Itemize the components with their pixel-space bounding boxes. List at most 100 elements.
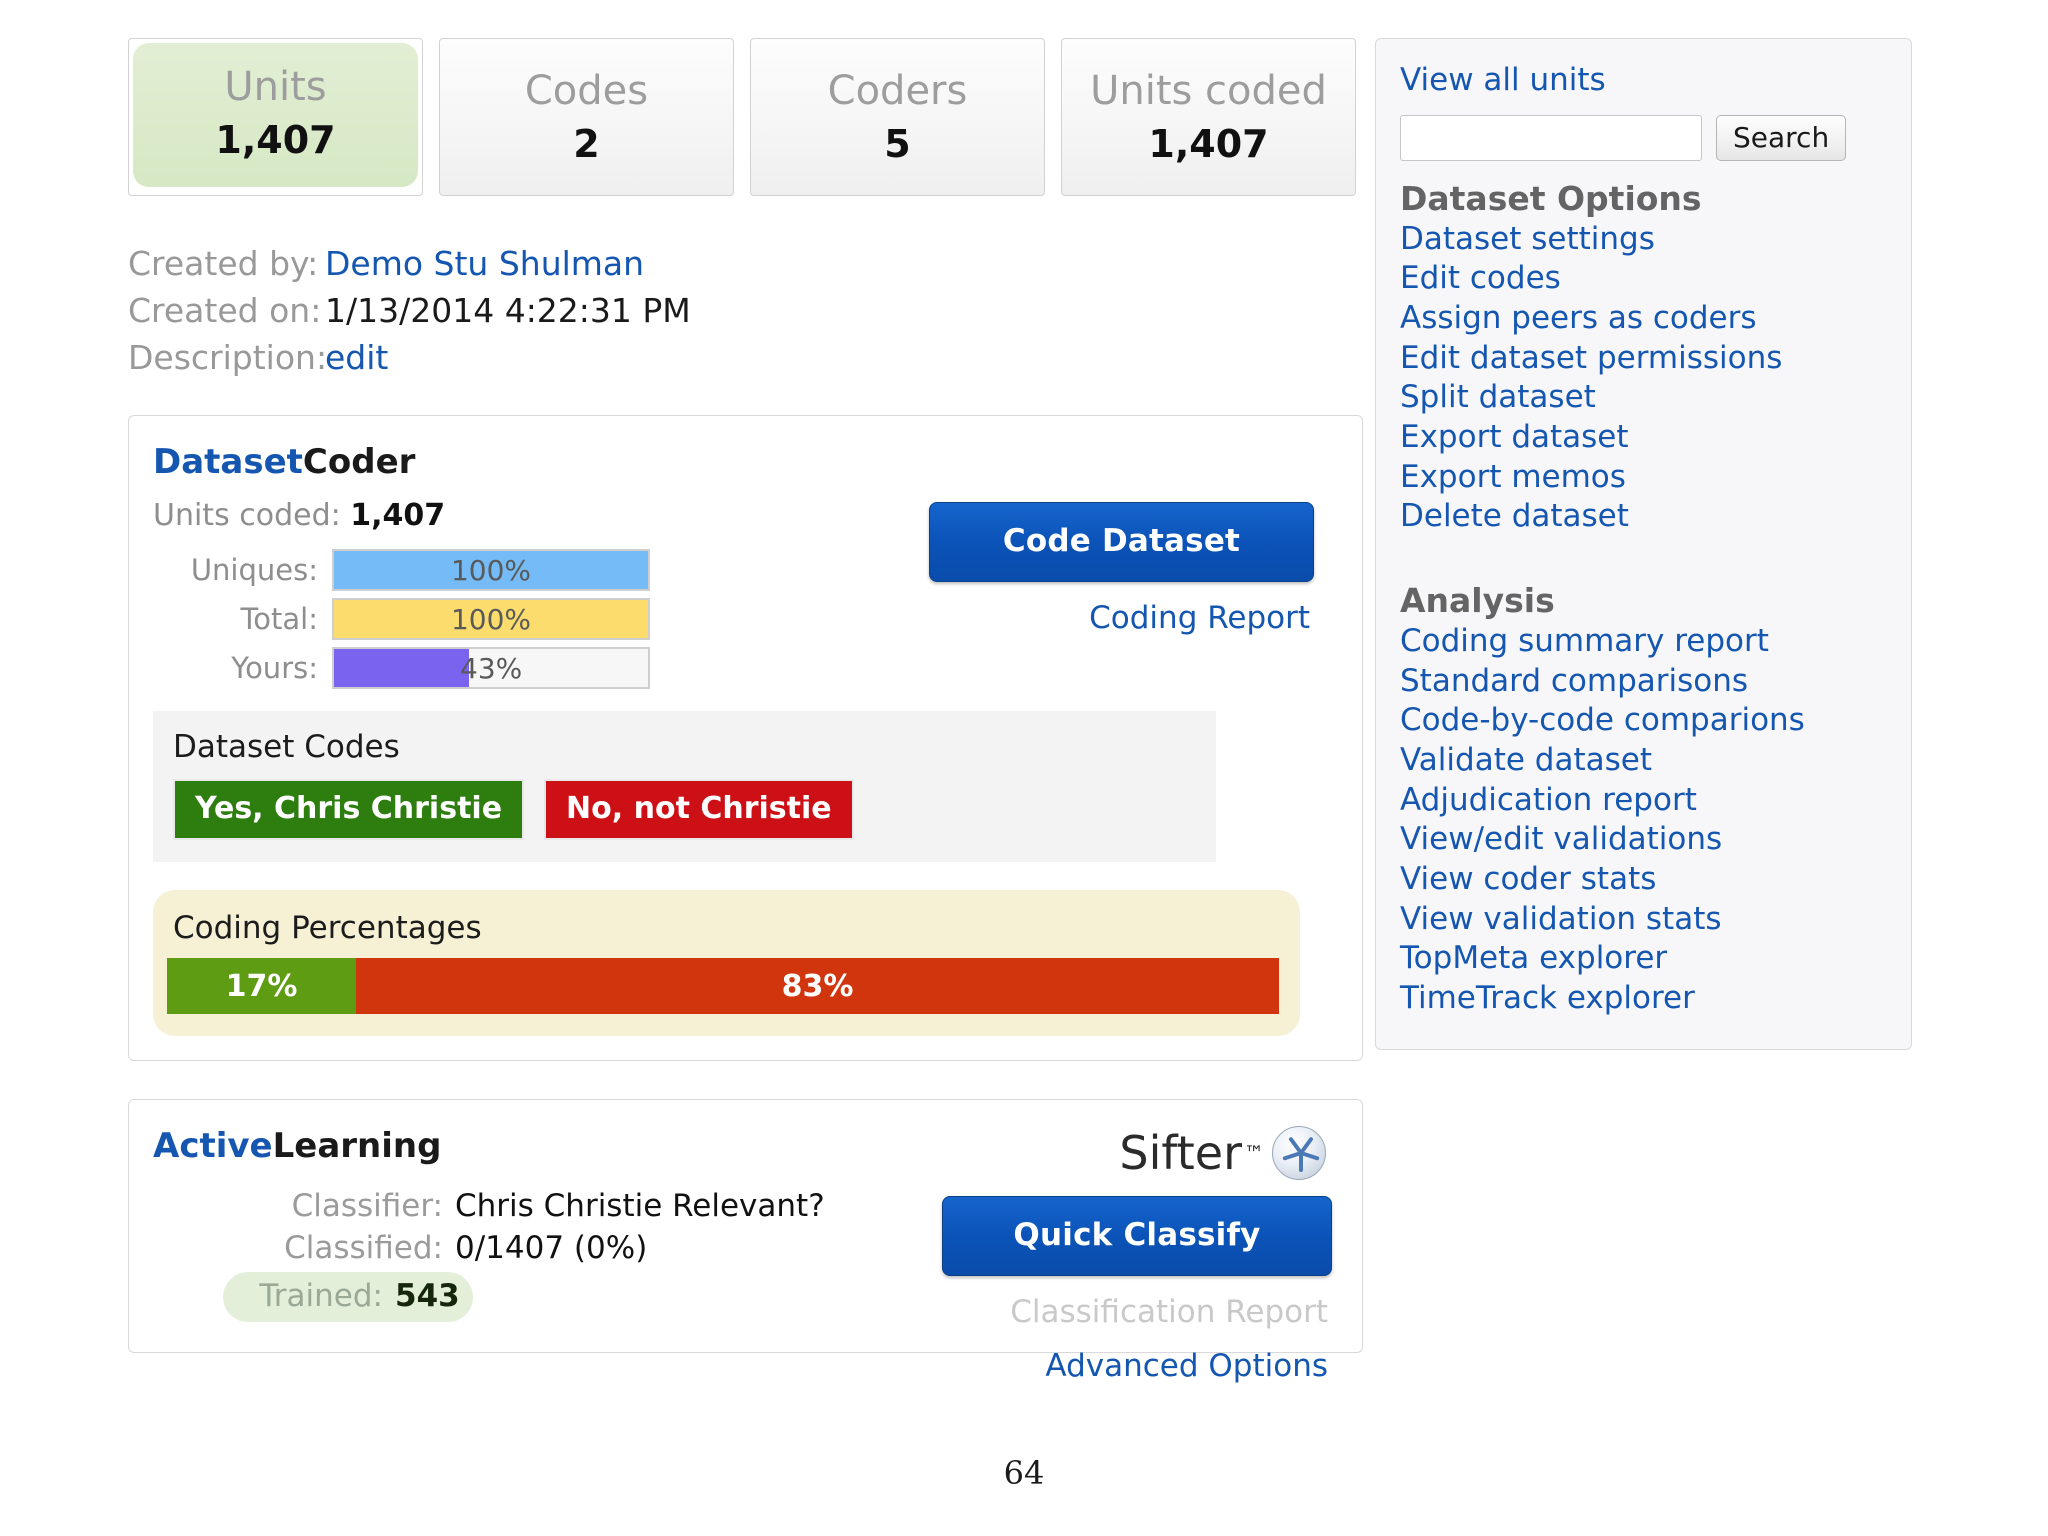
analysis-heading: Analysis xyxy=(1400,581,1555,621)
search-button[interactable]: Search xyxy=(1716,114,1847,161)
progress-label-yours: Yours: xyxy=(231,651,318,685)
sidebar-item-view-edit-validations[interactable]: View/edit validations xyxy=(1400,821,1723,858)
quick-classify-actions: Quick Classify Classification Report Adv… xyxy=(942,1196,1332,1384)
stat-label-units: Units xyxy=(224,64,327,111)
sidebar-item-delete-dataset[interactable]: Delete dataset xyxy=(1400,498,1629,535)
stat-value-units: 1,407 xyxy=(215,118,336,163)
sidebar-item-export-memos[interactable]: Export memos xyxy=(1400,458,1626,495)
sidebar-item-dataset-settings[interactable]: Dataset settings xyxy=(1400,220,1655,257)
active-learning-row-trained: Trained: 543 xyxy=(223,1272,473,1322)
search-row: Search xyxy=(1400,114,1887,161)
stat-value-codes: 2 xyxy=(573,122,600,167)
progress-bars: Uniques: 100% Total: 100% Yours: xyxy=(153,549,693,689)
created-by-link[interactable]: Demo Stu Shulman xyxy=(325,244,645,283)
sidebar-item-code-by-code-comparions[interactable]: Code-by-code comparions xyxy=(1400,702,1805,739)
quick-classify-button[interactable]: Quick Classify xyxy=(942,1196,1332,1276)
stat-label-coders: Coders xyxy=(827,68,968,115)
main-column: Units 1,407 Codes 2 Coders 5 Units coded… xyxy=(128,38,1363,1384)
coding-percent-segment-no: 83% xyxy=(356,958,1279,1014)
active-learning-row-classifier: Classifier: Chris Christie Relevant? xyxy=(153,1188,1338,1224)
coding-percent-segment-yes: 17% xyxy=(167,958,357,1014)
units-coded-line: Units coded: 1,407 xyxy=(153,498,1338,533)
trained-label: Trained: xyxy=(259,1278,383,1314)
progress-text-yours: 43% xyxy=(460,651,523,685)
stats-row: Units 1,407 Codes 2 Coders 5 Units coded… xyxy=(128,38,1363,196)
view-all-units-link[interactable]: View all units xyxy=(1400,62,1606,98)
dataset-options-heading: Dataset Options xyxy=(1400,178,1702,218)
sidebar-item-adjudication-report[interactable]: Adjudication report xyxy=(1400,781,1697,818)
stat-label-codes: Codes xyxy=(524,68,649,115)
sidebar-item-coding-summary-report[interactable]: Coding summary report xyxy=(1400,623,1769,660)
description-edit-link[interactable]: edit xyxy=(325,338,389,377)
dataset-codes-box: Dataset Codes Yes, Chris Christie No, no… xyxy=(153,711,1216,862)
classified-value: 0/1407 (0%) xyxy=(455,1230,648,1266)
dataset-codes-title: Dataset Codes xyxy=(173,729,400,765)
code-dataset-actions: Code Dataset Coding Report xyxy=(929,502,1314,636)
code-dataset-button[interactable]: Code Dataset xyxy=(929,502,1314,582)
sidebar-item-view-validation-stats[interactable]: View validation stats xyxy=(1400,900,1722,937)
coding-percentages-bar: 17% 83% xyxy=(167,958,1279,1014)
created-on-value: 1/13/2014 4:22:31 PM xyxy=(325,291,691,330)
classifier-value: Chris Christie Relevant? xyxy=(455,1188,825,1224)
units-coded-label: Units coded: xyxy=(153,498,341,533)
description-label: Description: xyxy=(128,338,328,377)
active-learning-row-classified: Classified: 0/1407 (0%) xyxy=(153,1230,1338,1266)
progress-fill-yours xyxy=(334,649,470,687)
sidebar-item-timetrack-explorer[interactable]: TimeTrack explorer xyxy=(1400,980,1695,1017)
stat-tile-units-inner: Units 1,407 xyxy=(133,43,418,187)
stat-label-units-coded: Units coded xyxy=(1090,68,1327,115)
active-learning-title-accent: Active xyxy=(153,1126,273,1166)
dataset-coder-title-accent: Dataset xyxy=(153,442,303,482)
page-number: 64 xyxy=(1003,1454,1045,1492)
sidebar-item-assign-peers-as-coders[interactable]: Assign peers as coders xyxy=(1400,300,1757,337)
progress-text-uniques: 100% xyxy=(450,553,532,587)
search-input[interactable] xyxy=(1400,114,1702,161)
stat-tile-units-coded[interactable]: Units coded 1,407 xyxy=(1061,38,1356,196)
sidebar-item-edit-dataset-permissions[interactable]: Edit dataset permissions xyxy=(1400,339,1783,376)
progress-row-yours: Yours: 43% xyxy=(153,647,693,689)
created-on-label: Created on: xyxy=(128,291,322,330)
dataset-metadata: Created by: Demo Stu Shulman Created on:… xyxy=(128,244,1363,377)
dataset-coder-title: DatasetCoder xyxy=(153,442,1338,482)
progress-label-total: Total: xyxy=(240,602,319,636)
progress-row-uniques: Uniques: 100% xyxy=(153,549,693,591)
progress-text-total: 100% xyxy=(450,602,532,636)
trained-value: 543 xyxy=(395,1278,460,1314)
code-chip-no[interactable]: No, not Christie xyxy=(544,779,854,840)
sidebar-item-edit-codes[interactable]: Edit codes xyxy=(1400,260,1561,297)
sidebar-panel: View all units Search Dataset Options Da… xyxy=(1375,38,1912,1050)
stat-tile-coders[interactable]: Coders 5 xyxy=(750,38,1045,196)
coding-percentages-title: Coding Percentages xyxy=(173,910,482,946)
progress-row-total: Total: 100% xyxy=(153,598,693,640)
progress-fill-uniques xyxy=(334,551,648,589)
dataset-code-chips: Yes, Chris Christie No, not Christie xyxy=(173,779,1196,840)
progress-fill-total xyxy=(334,600,648,638)
stat-tile-units[interactable]: Units 1,407 xyxy=(128,38,423,196)
progress-track-total: 100% xyxy=(332,598,650,640)
sidebar-item-view-coder-stats[interactable]: View coder stats xyxy=(1400,861,1657,898)
sidebar-item-topmeta-explorer[interactable]: TopMeta explorer xyxy=(1400,940,1668,977)
progress-track-uniques: 100% xyxy=(332,549,650,591)
sidebar-divider-gap xyxy=(1400,537,1887,563)
sidebar-item-validate-dataset[interactable]: Validate dataset xyxy=(1400,742,1652,779)
sidebar-item-export-dataset[interactable]: Export dataset xyxy=(1400,419,1629,456)
active-learning-panel: ActiveLearning Sifter ™ Classifier: Chri… xyxy=(128,1099,1363,1384)
metadata-row-created-by: Created by: Demo Stu Shulman xyxy=(128,244,1363,283)
code-chip-yes[interactable]: Yes, Chris Christie xyxy=(173,779,525,840)
stat-value-coders: 5 xyxy=(884,122,911,167)
classified-label: Classified: xyxy=(284,1230,443,1266)
metadata-row-created-on: Created on: 1/13/2014 4:22:31 PM xyxy=(128,291,1363,330)
sidebar-column: View all units Search Dataset Options Da… xyxy=(1375,38,1912,1050)
active-learning-details: Classifier: Chris Christie Relevant? Cla… xyxy=(153,1188,1338,1322)
sifter-pinwheel-icon xyxy=(1272,1126,1326,1180)
sifter-logo: Sifter ™ xyxy=(1119,1126,1326,1180)
sifter-wordmark: Sifter xyxy=(1119,1126,1242,1180)
stat-tile-codes[interactable]: Codes 2 xyxy=(439,38,734,196)
coding-percentages-box: Coding Percentages 17% 83% xyxy=(153,890,1300,1036)
classifier-label: Classifier: xyxy=(291,1188,443,1224)
sidebar-item-split-dataset[interactable]: Split dataset xyxy=(1400,379,1596,416)
coding-report-link[interactable]: Coding Report xyxy=(1089,600,1310,636)
sidebar-item-standard-comparisons[interactable]: Standard comparisons xyxy=(1400,662,1749,699)
advanced-options-link[interactable]: Advanced Options xyxy=(1045,1348,1328,1384)
